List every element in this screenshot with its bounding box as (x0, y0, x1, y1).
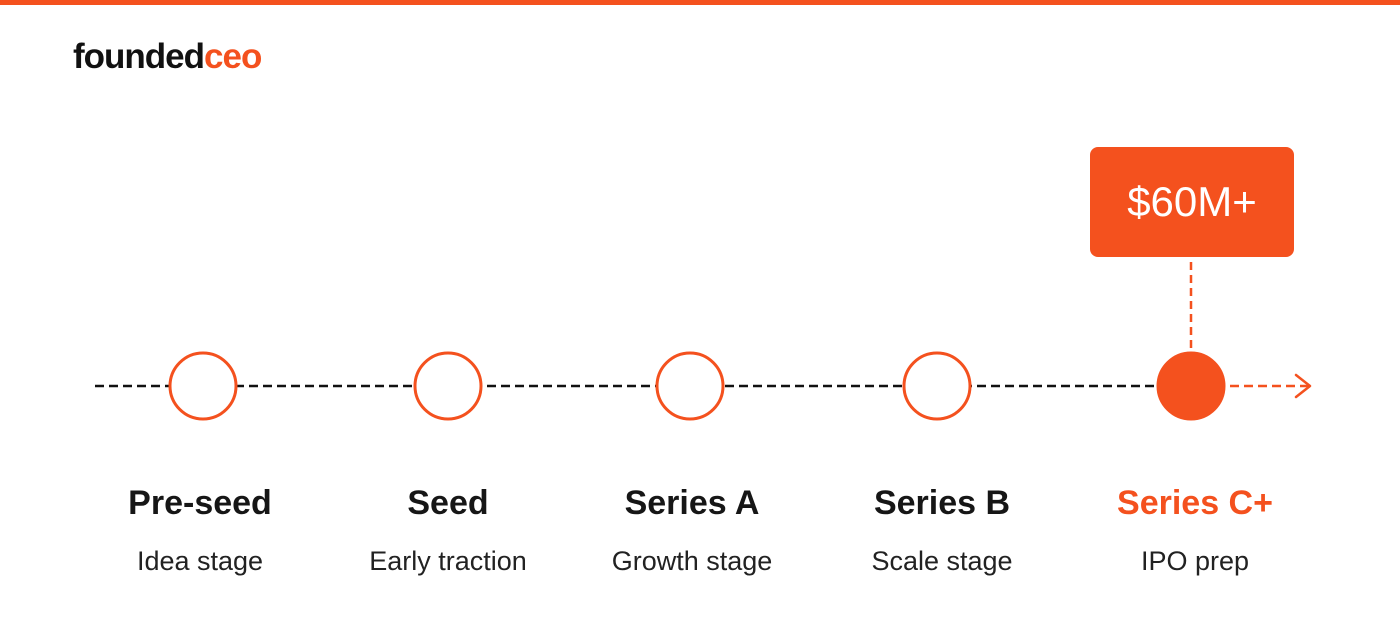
stage-series-b: Series B Scale stage (822, 482, 1062, 578)
stage-pre-seed: Pre-seed Idea stage (80, 482, 320, 578)
stage-node-series-a (655, 351, 725, 421)
stage-series-a: Series A Growth stage (572, 482, 812, 578)
value-badge: $60M+ (1090, 147, 1294, 257)
stage-subtitle: Idea stage (136, 546, 264, 576)
stage-title: Series B (873, 484, 1011, 522)
top-accent-bar (0, 0, 1400, 5)
stage-subtitle: IPO prep (1140, 546, 1250, 576)
stage-subtitle: Early traction (369, 546, 527, 576)
stage-series-c-plus: Series C+ IPO prep (1075, 482, 1315, 578)
stage-subtitle: Growth stage (611, 546, 773, 576)
logo-text-founded: founded (73, 37, 205, 76)
stage-title: Seed (407, 484, 489, 522)
stage-title: Series A (624, 484, 760, 522)
stage-node-pre-seed (168, 351, 238, 421)
stage-node-seed (413, 351, 483, 421)
logo-text-ceo: ceo (204, 37, 262, 76)
brand-logo: foundedceo (73, 36, 262, 78)
stage-node-series-b (902, 351, 972, 421)
stage-node-series-c-active (1156, 351, 1226, 421)
stage-title: Pre-seed (128, 484, 272, 522)
value-badge-text: $60M+ (1127, 178, 1257, 225)
arrow-head-icon (1294, 373, 1312, 399)
stage-seed: Seed Early traction (328, 482, 568, 578)
stage-subtitle: Scale stage (871, 546, 1013, 576)
stage-title: Series C+ (1117, 484, 1273, 522)
